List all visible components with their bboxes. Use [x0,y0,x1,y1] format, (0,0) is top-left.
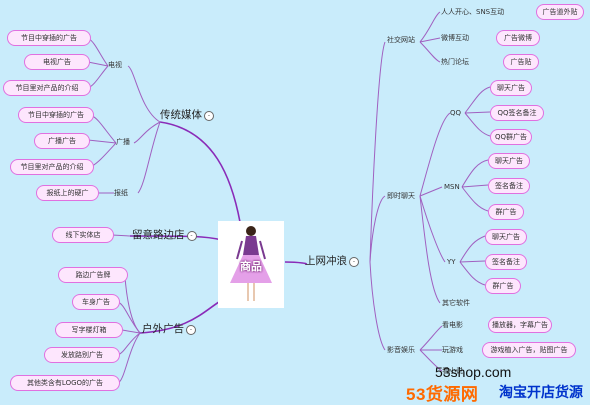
node-yy[interactable]: YY [447,258,456,266]
qq-item[interactable]: QQ签名备注 [490,105,544,121]
tv-item[interactable]: 电视广告 [24,54,90,70]
msn-item[interactable]: 签名备注 [488,178,530,194]
outdoor-item[interactable]: 其他类含有LOGO的广告 [10,375,120,391]
sns-item-label[interactable]: 人人开心、SNS互动 [441,8,505,16]
collapse-icon[interactable]: - [349,257,359,267]
qq-item[interactable]: 聊天广告 [490,80,532,96]
node-other-software[interactable]: 其它软件 [442,299,470,307]
radio-item[interactable]: 节目中穿插的广告 [18,107,94,123]
sns-item-label[interactable]: 热门论坛 [441,58,469,66]
node-msn[interactable]: MSN [444,183,460,191]
woman-figure-image [230,226,272,301]
outdoor-item[interactable]: 路边广告牌 [58,267,128,283]
collapse-icon[interactable]: - [204,111,214,121]
collapse-icon[interactable]: - [186,231,197,241]
store-item[interactable]: 线下实体店 [52,227,114,243]
yy-item[interactable]: 聊天广告 [485,229,527,245]
media-leaf[interactable]: 播放器，字幕广告 [488,317,552,333]
yy-item[interactable]: 群广告 [485,278,521,294]
media-leaf[interactable]: 游戏植入广告，贴图广告 [482,342,576,358]
media-item-label[interactable]: 看小说 [442,367,463,375]
media-item-label[interactable]: 看电影 [442,321,463,329]
node-qq[interactable]: QQ [450,109,462,117]
newspaper-item[interactable]: 报纸上的硬广 [36,185,99,201]
msn-item[interactable]: 群广告 [488,204,524,220]
tv-item[interactable]: 节目中穿插的广告 [7,30,91,46]
collapse-icon[interactable]: - [186,325,196,335]
branch-roadside-store[interactable]: 留意路边店- [132,228,197,242]
sns-leaf[interactable]: 广告贴 [503,54,539,70]
node-radio[interactable]: 广播 [116,138,130,146]
node-newspaper[interactable]: 报纸 [114,189,128,197]
sns-leaf[interactable]: 广告微博 [496,30,540,46]
branch-traditional-media[interactable]: 传统媒体- [160,108,214,122]
radio-item[interactable]: 广播广告 [34,133,90,149]
branch-traditional-label: 传统媒体 [160,109,202,121]
watermark-url: 53shop.com [435,364,512,380]
outdoor-item[interactable]: 写字楼灯箱 [55,322,123,338]
central-topic[interactable]: 商品 [218,221,284,308]
msn-item[interactable]: 聊天广告 [488,153,530,169]
watermark-slogan: 淘宝开店货源 [499,385,583,401]
node-im[interactable]: 即时聊天 [387,192,415,200]
yy-item[interactable]: 签名备注 [485,254,527,270]
outdoor-item[interactable]: 车身广告 [72,294,120,310]
branch-online-surfing[interactable]: 上网冲浪- [305,254,359,268]
tv-item[interactable]: 节目里对产品的介绍 [3,80,91,96]
branch-online-label: 上网冲浪 [305,255,347,267]
sns-leaf[interactable]: 广告道外贴 [536,4,584,20]
branch-store-label: 留意路边店 [132,229,185,241]
watermark-brand: 53货源网 [406,385,479,404]
central-topic-label: 商品 [240,260,262,273]
outdoor-item[interactable]: 发放路别广告 [44,347,120,363]
sns-item-label[interactable]: 微博互动 [441,34,469,42]
branch-outdoor-label: 户外广告 [142,323,184,335]
branch-outdoor-ads[interactable]: 户外广告- [142,322,196,336]
radio-item[interactable]: 节目里对产品的介绍 [10,159,94,175]
node-sns[interactable]: 社交网站 [387,36,415,44]
node-media[interactable]: 影音娱乐 [387,346,415,354]
qq-item[interactable]: QQ群广告 [490,129,532,145]
node-tv[interactable]: 电视 [108,61,122,69]
media-item-label[interactable]: 玩游戏 [442,346,463,354]
